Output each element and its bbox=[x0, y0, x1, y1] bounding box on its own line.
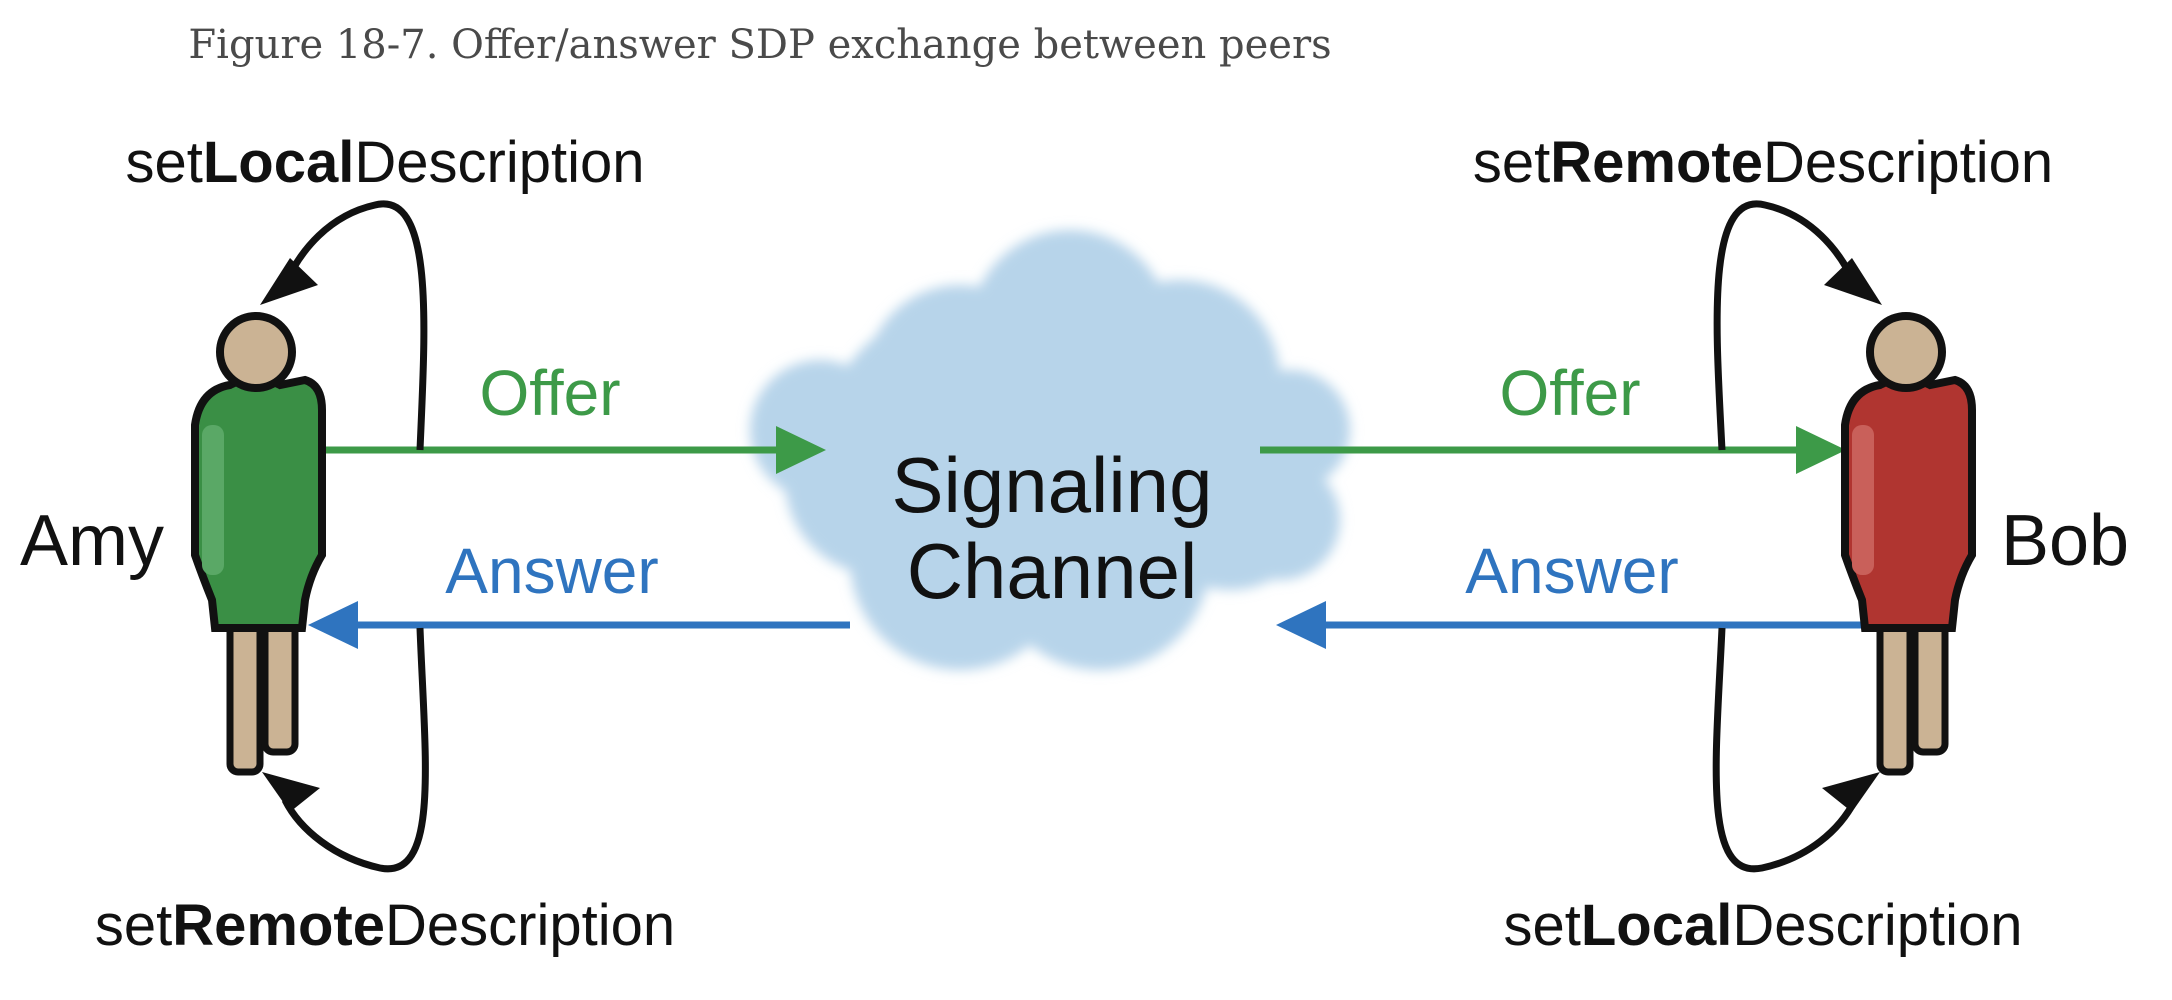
bob-answer-arrowhead bbox=[1276, 601, 1326, 649]
amy-bottom-prefix: set bbox=[95, 893, 172, 958]
amy-answer-arrowhead bbox=[308, 601, 358, 649]
bob-answer-label: Answer bbox=[1465, 535, 1678, 607]
amy-bottom-loop-label: setRemoteDescription bbox=[95, 893, 675, 958]
amy-bottom-bold: Remote bbox=[172, 893, 385, 958]
amy-bottom-loop bbox=[281, 627, 429, 873]
figure-caption: Figure 18-7. Offer/answer SDP exchange b… bbox=[188, 22, 1332, 68]
amy-top-loop-label: setLocalDescription bbox=[126, 130, 645, 195]
amy-top-prefix: set bbox=[126, 130, 203, 195]
amy-answer-label: Answer bbox=[445, 535, 658, 607]
amy-figure bbox=[191, 312, 326, 776]
bob-top-suffix: Description bbox=[1763, 130, 2053, 195]
bob-bottom-loop bbox=[1712, 627, 1859, 873]
amy-top-bold: Local bbox=[203, 130, 355, 195]
amy-top-suffix: Description bbox=[354, 130, 644, 195]
bob-bottom-bold: Local bbox=[1581, 893, 1733, 958]
bob-top-loop-label: setRemoteDescription bbox=[1473, 130, 2053, 195]
bob-bottom-prefix: set bbox=[1504, 893, 1581, 958]
bob-top-prefix: set bbox=[1473, 130, 1550, 195]
bob-bottom-suffix: Description bbox=[1732, 893, 2022, 958]
bob-bottom-loop-arrowhead bbox=[1822, 772, 1880, 812]
bob-figure bbox=[1841, 312, 1976, 776]
amy-name: Amy bbox=[20, 501, 164, 581]
amy-top-loop bbox=[281, 200, 428, 451]
amy-offer-label: Offer bbox=[479, 357, 620, 429]
channel-label-line2: Channel bbox=[907, 527, 1198, 615]
bob-top-loop bbox=[1713, 200, 1859, 451]
bob-bottom-loop-label: setLocalDescription bbox=[1504, 893, 2023, 958]
amy-bottom-loop-arrowhead bbox=[262, 772, 320, 812]
bob-name: Bob bbox=[2001, 501, 2129, 581]
amy-bottom-suffix: Description bbox=[385, 893, 675, 958]
bob-offer-label: Offer bbox=[1499, 357, 1640, 429]
channel-label-line1: Signaling bbox=[892, 441, 1213, 529]
bob-top-bold: Remote bbox=[1550, 130, 1763, 195]
bob-offer-arrowhead bbox=[1796, 426, 1846, 474]
amy-offer-arrowhead bbox=[776, 426, 826, 474]
amy-top-loop-arrowhead bbox=[260, 258, 318, 305]
bob-top-loop-arrowhead bbox=[1824, 258, 1882, 305]
